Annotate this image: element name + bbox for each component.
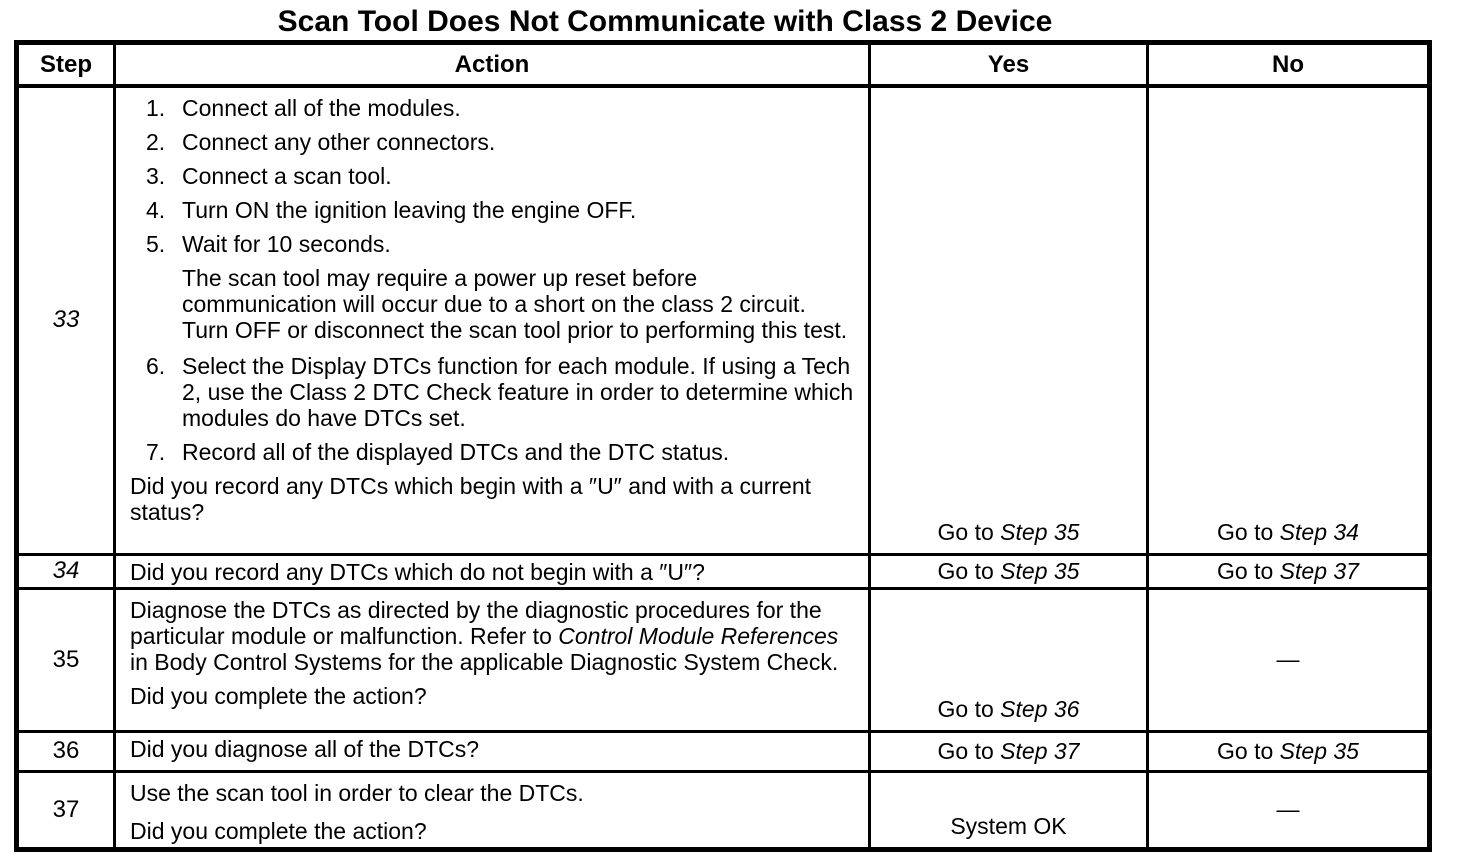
- goto-text: Go to: [937, 695, 1001, 722]
- list-item: 7. Record all of the displayed DTCs and …: [130, 439, 862, 465]
- step-number: 35: [15, 586, 116, 733]
- header-cell-yes: Yes: [868, 41, 1149, 88]
- list-number: 4.: [146, 197, 166, 223]
- no-cell: Go to Step 37: [1146, 552, 1431, 590]
- step-reference: Step 37: [1279, 557, 1359, 584]
- action-paragraph: Diagnose the DTCs as directed by the dia…: [130, 597, 862, 675]
- goto-text: Go to: [937, 557, 1001, 584]
- goto-text: Go to: [937, 518, 1001, 545]
- list-text: Wait for 10 seconds.: [182, 231, 391, 257]
- yes-cell: Go to Step 37: [868, 729, 1149, 773]
- list-text: Select the Display DTCs function for eac…: [182, 353, 854, 431]
- list-item: 4. Turn ON the ignition leaving the engi…: [130, 197, 862, 223]
- step-reference: Step 37: [1000, 737, 1080, 764]
- list-text: Connect a scan tool.: [182, 163, 392, 189]
- step-number: 37: [15, 769, 116, 851]
- step-reference: Step 35: [1279, 737, 1359, 764]
- table-header-row: Step Action Yes No: [15, 41, 1431, 88]
- paragraph-text: Diagnose the DTCs as directed by the dia…: [130, 596, 822, 649]
- no-cell: —: [1146, 586, 1431, 733]
- header-cell-step: Step: [15, 41, 116, 88]
- action-cell: Did you record any DTCs which do not beg…: [113, 552, 871, 590]
- header-cell-action: Action: [113, 41, 871, 88]
- step-number: 36: [15, 729, 116, 773]
- list-item: 6. Select the Display DTCs function for …: [130, 353, 862, 431]
- paragraph-text: in Body Control Systems for the applicab…: [130, 648, 839, 675]
- step-reference: Step 35: [1000, 518, 1080, 545]
- yes-cell: Go to Step 36: [868, 586, 1149, 733]
- list-item: 5. Wait for 10 seconds.: [130, 231, 862, 257]
- yes-cell: System OK: [868, 769, 1149, 851]
- no-cell: Go to Step 35: [1146, 729, 1431, 773]
- list-number: 2.: [146, 129, 166, 155]
- table-row: 33 1. Connect all of the modules. 2. Con…: [15, 84, 1431, 556]
- table-row: 36 Did you diagnose all of the DTCs? Go …: [15, 729, 1431, 773]
- list-number: 1.: [146, 95, 166, 121]
- goto-text: Go to: [937, 737, 1001, 764]
- list-item: 3. Connect a scan tool.: [130, 163, 862, 189]
- list-number: 3.: [146, 163, 166, 189]
- action-cell: Use the scan tool in order to clear the …: [113, 769, 871, 851]
- no-cell: —: [1146, 769, 1431, 851]
- page-title: Scan Tool Does Not Communicate with Clas…: [277, 5, 1053, 38]
- action-cell: Did you diagnose all of the DTCs?: [113, 729, 871, 773]
- list-number: 7.: [146, 439, 166, 465]
- list-text: Connect any other connectors.: [182, 129, 496, 155]
- yes-cell: Go to Step 35: [868, 552, 1149, 590]
- question-text: Did you record any DTCs which do not beg…: [130, 558, 705, 585]
- list-number: 5.: [146, 231, 166, 257]
- table-row: 34 Did you record any DTCs which do not …: [15, 552, 1431, 590]
- step-reference: Step 36: [1000, 695, 1080, 722]
- action-cell: Diagnose the DTCs as directed by the dia…: [113, 586, 871, 733]
- list-item: 2. Connect any other connectors.: [130, 129, 862, 155]
- goto-text: Go to: [1217, 557, 1280, 584]
- em-dash: —: [1276, 646, 1300, 672]
- action-cell: 1. Connect all of the modules. 2. Connec…: [113, 84, 871, 556]
- em-dash: —: [1276, 796, 1300, 822]
- italic-reference: Control Module References: [558, 622, 839, 649]
- table-row: 35 Diagnose the DTCs as directed by the …: [15, 586, 1431, 733]
- question-text: Did you diagnose all of the DTCs?: [130, 735, 480, 762]
- list-number: 6.: [146, 353, 166, 379]
- action-line: Use the scan tool in order to clear the …: [130, 779, 584, 806]
- question-text: Did you record any DTCs which begin with…: [130, 473, 812, 525]
- result-text: System OK: [950, 812, 1067, 839]
- list-text: Record all of the displayed DTCs and the…: [182, 439, 730, 465]
- list-text: Connect all of the modules.: [182, 95, 461, 121]
- goto-text: Go to: [1217, 737, 1280, 764]
- question-text: Did you complete the action?: [130, 817, 427, 844]
- step-number: 33: [15, 84, 116, 556]
- no-cell: Go to Step 34: [1146, 84, 1431, 556]
- note-paragraph: The scan tool may require a power up res…: [182, 265, 848, 343]
- header-cell-no: No: [1146, 41, 1431, 88]
- step-reference: Step 35: [1000, 557, 1080, 584]
- goto-text: Go to: [1217, 518, 1280, 545]
- table-row: 37 Use the scan tool in order to clear t…: [15, 769, 1431, 851]
- step-reference: Step 34: [1279, 518, 1359, 545]
- list-item: 1. Connect all of the modules.: [130, 95, 862, 121]
- yes-cell: Go to Step 35: [868, 84, 1149, 556]
- step-number: 34: [15, 552, 116, 590]
- question-text: Did you complete the action?: [130, 682, 427, 709]
- list-text: Turn ON the ignition leaving the engine …: [182, 197, 637, 223]
- diagnostic-table: Step Action Yes No 33 1. Connect all of …: [14, 40, 1432, 852]
